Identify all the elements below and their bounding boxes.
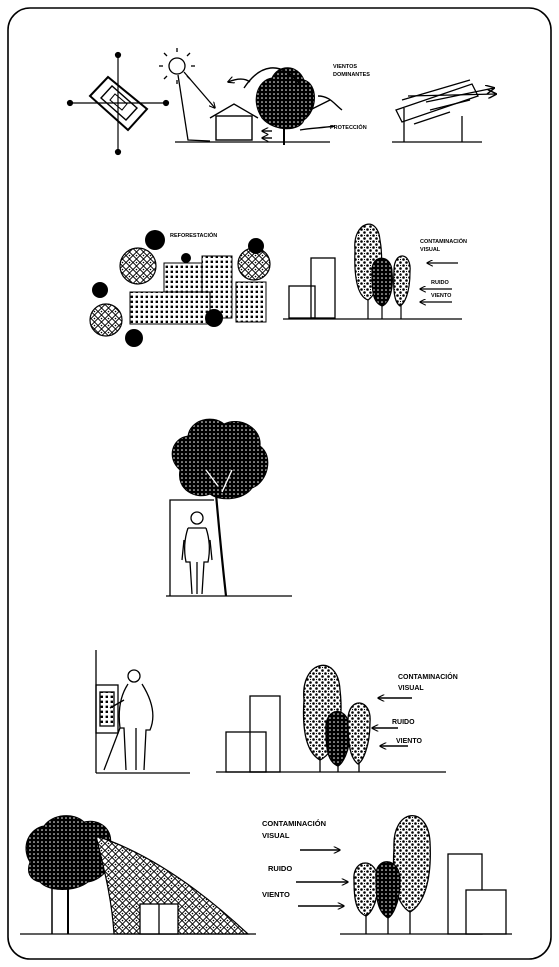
label-visual-pollution-line2: VISUAL xyxy=(398,685,424,692)
compass-rose-icon xyxy=(68,53,169,155)
panel-green-canopy-structure: CONTAMINACIÓN VISUAL RUIDO VIENTO xyxy=(20,816,512,934)
house-icon xyxy=(210,104,258,140)
tree-icon xyxy=(354,816,430,934)
label-noise: RUIDO xyxy=(268,864,292,873)
label-wind: VIENTO xyxy=(396,738,422,745)
label-noise: RUIDO xyxy=(392,719,415,726)
label-protection: PROTECCIÓN xyxy=(330,123,367,131)
label-winds-line1: VIENTOS xyxy=(333,64,357,70)
sloped-roof-building xyxy=(392,80,496,142)
label-wind: VIENTO xyxy=(262,890,290,899)
page-border xyxy=(8,8,551,959)
label-visual-pollution-line1: CONTAMINACIÓN xyxy=(262,819,326,828)
label-visual-pollution-line2: VISUAL xyxy=(420,247,441,253)
label-wind: VIENTO xyxy=(431,293,452,299)
person-icon xyxy=(182,512,212,594)
label-visual-pollution-line1: CONTAMINACIÓN xyxy=(420,237,467,245)
panel-reforestation: REFORESTACIÓN CONTAMINACIÓN VISUAL RUIDO… xyxy=(90,224,467,347)
tree-icon xyxy=(355,224,410,319)
panel-wind-protection: VIENTOS DOMINANTES PROTECCIÓN xyxy=(68,48,497,155)
label-reforestation: REFORESTACIÓN xyxy=(170,231,217,239)
tree-icon xyxy=(256,68,314,145)
panel-shade-tree xyxy=(166,419,292,596)
label-visual-pollution-line2: VISUAL xyxy=(262,831,290,840)
panel-noise-barrier-person: CONTAMINACIÓN VISUAL RUIDO VIENTO xyxy=(96,650,458,773)
label-winds-line2: DOMINANTES xyxy=(333,72,370,78)
tree-icon xyxy=(304,665,371,772)
tree-icon xyxy=(172,419,268,596)
label-visual-pollution-line1: CONTAMINACIÓN xyxy=(398,672,458,681)
label-noise: RUIDO xyxy=(431,280,449,286)
tree-icon xyxy=(26,816,112,934)
